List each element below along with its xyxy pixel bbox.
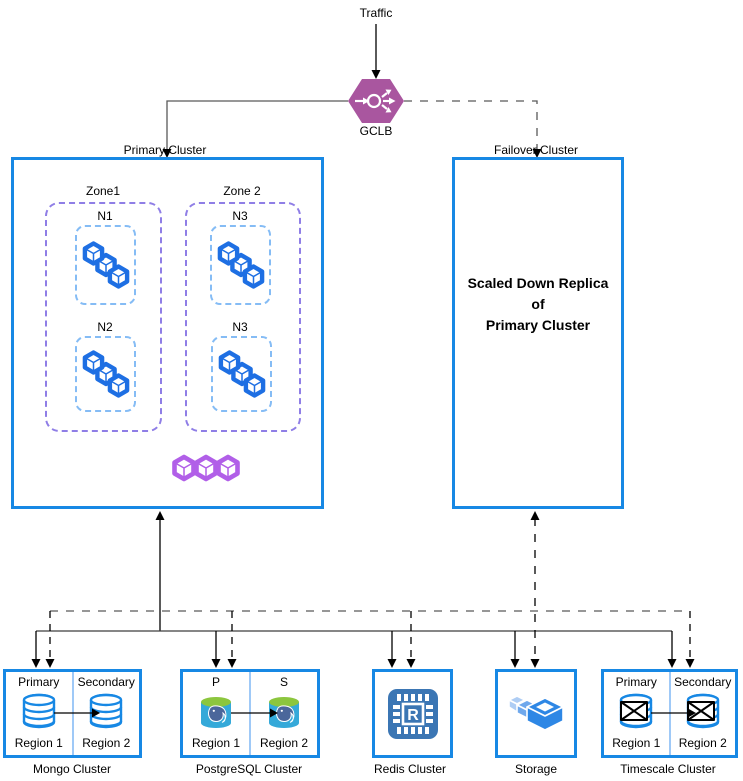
- postgres-secondary-half: S Region 2: [249, 672, 317, 755]
- primary-cluster-box: Zone1 Zone 2 N1 N2 N3 N3: [11, 157, 324, 509]
- postgres-secondary-region-label: Region 2: [259, 736, 309, 750]
- timescale-db-icon: [620, 693, 653, 729]
- timescale-primary-role-label: Primary: [615, 675, 657, 689]
- postgres-secondary-db: [263, 691, 305, 733]
- timescale-primary-region-label: Region 1: [612, 736, 661, 750]
- gclb-primary-arrowhead: [162, 149, 172, 158]
- redis-chip-icon: R: [387, 688, 438, 739]
- redis-letter: R: [407, 707, 419, 724]
- solid-branch-lines: [35, 631, 673, 660]
- dashed-branch-arrowheads: [45, 659, 695, 668]
- timescale-primary-half: Primary Region 1: [604, 672, 669, 755]
- database-icon: [90, 693, 123, 729]
- postgres-primary-half: P Region 1: [183, 672, 249, 755]
- mongo-secondary-region-label: Region 2: [82, 736, 131, 750]
- redis-cluster-box: R: [372, 669, 453, 758]
- timescale-secondary-role-label: Secondary: [674, 675, 732, 689]
- gclb-load-balancer-icon: [348, 79, 404, 123]
- pods-icon: [82, 350, 129, 398]
- node-n1-label: N1: [97, 209, 113, 223]
- failover-body-line1: Scaled Down Replica: [467, 274, 609, 291]
- postgres-primary-role-label: P: [211, 675, 220, 689]
- postgresql-cluster-box: P Region 1 S: [180, 669, 320, 758]
- node-n3a-box: [210, 225, 271, 305]
- node-n2-box: [75, 336, 136, 412]
- mongo-cluster-box: Primary Region 1 Secondary: [3, 669, 142, 758]
- solid-branch-arrowheads: [31, 659, 677, 668]
- mongo-primary-db: [18, 691, 60, 731]
- timescale-cluster-label: Timescale Cluster: [620, 762, 716, 776]
- database-icon: [22, 693, 55, 729]
- failover-storage-arrowhead: [530, 659, 540, 668]
- timescale-secondary-region-label: Region 2: [678, 736, 727, 750]
- failover-body-line3: Primary Cluster: [485, 316, 591, 333]
- timescale-secondary-half: Secondary Region 2: [668, 672, 736, 755]
- postgres-secondary-role-label: S: [279, 675, 288, 689]
- node-n3a-label: N3: [232, 209, 248, 223]
- failover-up-arrowhead: [530, 511, 540, 520]
- postgresql-cluster-label: PostgreSQL Cluster: [195, 762, 303, 776]
- postgresql-db-icon: [269, 697, 299, 728]
- timescale-cluster-box: Primary Region 1: [601, 669, 738, 758]
- pods-icon: [218, 350, 265, 398]
- postgresql-db-icon: [201, 697, 231, 728]
- node-n3b-box: [211, 336, 272, 412]
- primary-cluster-label: Primary Cluster: [123, 143, 207, 157]
- mongo-secondary-role-label: Secondary: [77, 675, 135, 689]
- gclb-primary-line: [166, 100, 348, 149]
- storage-boxes-icon: [508, 694, 564, 731]
- dashed-branch-lines: [49, 611, 691, 660]
- primary-up-arrowhead: [155, 511, 165, 520]
- traffic-arrowhead: [371, 70, 381, 79]
- mongo-primary-half: Primary Region 1: [6, 672, 72, 755]
- deployment-pods-icon: [172, 454, 240, 482]
- failover-cluster-box: Scaled Down Replica of Primary Cluster: [452, 157, 624, 509]
- zone2-box: [185, 202, 301, 432]
- node-n1-box: [75, 225, 136, 305]
- traffic-label: Traffic: [359, 6, 393, 20]
- postgres-primary-region-label: Region 1: [191, 736, 241, 750]
- mongo-primary-role-label: Primary: [18, 675, 60, 689]
- redis-cluster-label: Redis Cluster: [373, 762, 447, 776]
- timescale-secondary-db: [682, 691, 724, 731]
- gclb-label: GCLB: [359, 124, 393, 138]
- gclb-failover-line: [404, 100, 538, 149]
- purple-pods-wrap: [169, 452, 243, 484]
- postgres-primary-db: [195, 691, 237, 733]
- node-n3b-label: N3: [232, 320, 248, 334]
- gclb-failover-arrowhead: [532, 149, 542, 158]
- zone1-label: Zone1: [85, 184, 121, 198]
- timescale-primary-db: [615, 691, 657, 731]
- mongo-secondary-half: Secondary Region 2: [71, 672, 140, 755]
- zone1-box: [45, 202, 162, 432]
- mongo-primary-region-label: Region 1: [14, 736, 63, 750]
- zone2-label: Zone 2: [223, 184, 261, 198]
- failover-body-line2: of: [531, 295, 545, 312]
- failover-cluster-label: Failover Cluster: [493, 143, 579, 157]
- node-n2-label: N2: [97, 320, 113, 334]
- pods-icon: [82, 241, 129, 289]
- storage-label: Storage: [514, 762, 558, 776]
- pods-icon: [217, 241, 264, 289]
- timescale-db-icon: [686, 693, 719, 729]
- mongo-cluster-label: Mongo Cluster: [32, 762, 112, 776]
- mongo-secondary-db: [85, 691, 127, 731]
- storage-box: [495, 669, 577, 758]
